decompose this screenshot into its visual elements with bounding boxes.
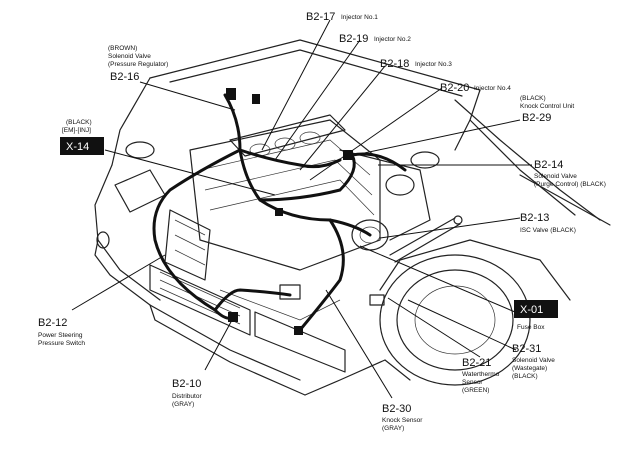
b2-29-code: B2-29 (522, 112, 551, 124)
x-14-desc-1: (BLACK) (66, 119, 92, 126)
label-b2-31: B2-31 Solenoid Valve (Wastegate) (BLACK) (512, 343, 555, 380)
b2-30-desc-1: Knock Sensor (382, 417, 423, 424)
label-b2-18: B2-18 Injector No.3 (380, 58, 452, 70)
b2-14-code: B2-14 (534, 159, 563, 171)
label-b2-13: B2-13 ISC Valve (BLACK) (520, 212, 576, 234)
b2-18-desc: Injector No.3 (415, 61, 452, 68)
b2-16-desc-2: Solenoid Valve (108, 53, 151, 60)
b2-19-code: B2-19 (339, 33, 368, 45)
b2-16-desc-3: (Pressure Regulator) (108, 61, 168, 68)
x-14-badge (60, 137, 104, 155)
b2-20-desc: Injector No.4 (474, 85, 511, 92)
x-01-badge (514, 300, 558, 318)
wiring-harness (152, 88, 407, 335)
b2-17-code: B2-17 (306, 11, 335, 23)
b2-12-desc-1: Power Steering (38, 332, 83, 339)
label-b2-20: B2-20 Injector No.4 (440, 82, 511, 94)
b2-10-desc-2: (GRAY) (172, 401, 194, 408)
b2-10-desc-1: Distributor (172, 393, 202, 400)
label-b2-10: B2-10 Distributor (GRAY) (172, 378, 202, 408)
b2-31-desc-3: (BLACK) (512, 373, 538, 380)
x-01-desc: Fuse Box (517, 324, 545, 331)
leader-lines (71, 19, 532, 399)
b2-12-code: B2-12 (38, 317, 67, 329)
b2-30-desc-2: (GRAY) (382, 425, 404, 432)
label-b2-29: (BLACK) Knock Control Unit B2-29 (520, 95, 574, 124)
label-b2-21: B2-21 Waterthermo Sensor (GREEN) (462, 357, 500, 394)
b2-13-desc: ISC Valve (BLACK) (520, 227, 576, 234)
x-14-code: X-14 (66, 141, 89, 153)
b2-29-desc-1: (BLACK) (520, 95, 546, 102)
b2-10-code: B2-10 (172, 378, 201, 390)
b2-31-desc-1: Solenoid Valve (512, 357, 555, 364)
b2-12-desc-2: Pressure Switch (38, 340, 85, 347)
b2-21-code: B2-21 (462, 357, 491, 369)
label-b2-16: (BROWN) Solenoid Valve (Pressure Regulat… (108, 45, 168, 83)
label-b2-12: B2-12 Power Steering Pressure Switch (38, 317, 85, 347)
x-01-code: X-01 (520, 304, 543, 316)
b2-30-code: B2-30 (382, 403, 411, 415)
label-x-14: (BLACK) [EM]-[INJ] X-14 (60, 119, 104, 155)
label-b2-14: B2-14 Solenoid Valve (Purge Control) (BL… (534, 159, 606, 188)
b2-16-desc-1: (BROWN) (108, 45, 137, 52)
b2-17-desc: Injector No.1 (341, 14, 378, 21)
label-b2-17: B2-17 Injector No.1 (306, 11, 378, 23)
b2-31-code: B2-31 (512, 343, 541, 355)
b2-21-desc-3: (GREEN) (462, 387, 489, 394)
label-b2-19: B2-19 Injector No.2 (339, 33, 411, 45)
b2-16-code: B2-16 (110, 71, 139, 83)
b2-13-code: B2-13 (520, 212, 549, 224)
b2-21-desc-2: Sensor (462, 379, 483, 386)
label-x-01: X-01 Fuse Box (514, 300, 558, 331)
b2-19-desc: Injector No.2 (374, 36, 411, 43)
b2-14-desc-1: Solenoid Valve (534, 173, 577, 180)
x-14-desc-2: [EM]-[INJ] (62, 127, 91, 134)
b2-29-desc-2: Knock Control Unit (520, 103, 574, 110)
b2-31-desc-2: (Wastegate) (512, 365, 547, 372)
label-b2-30: B2-30 Knock Sensor (GRAY) (382, 403, 423, 432)
b2-21-desc-1: Waterthermo (462, 371, 500, 378)
b2-14-desc-2: (Purge Control) (BLACK) (534, 181, 606, 188)
b2-20-code: B2-20 (440, 82, 469, 94)
b2-18-code: B2-18 (380, 58, 409, 70)
